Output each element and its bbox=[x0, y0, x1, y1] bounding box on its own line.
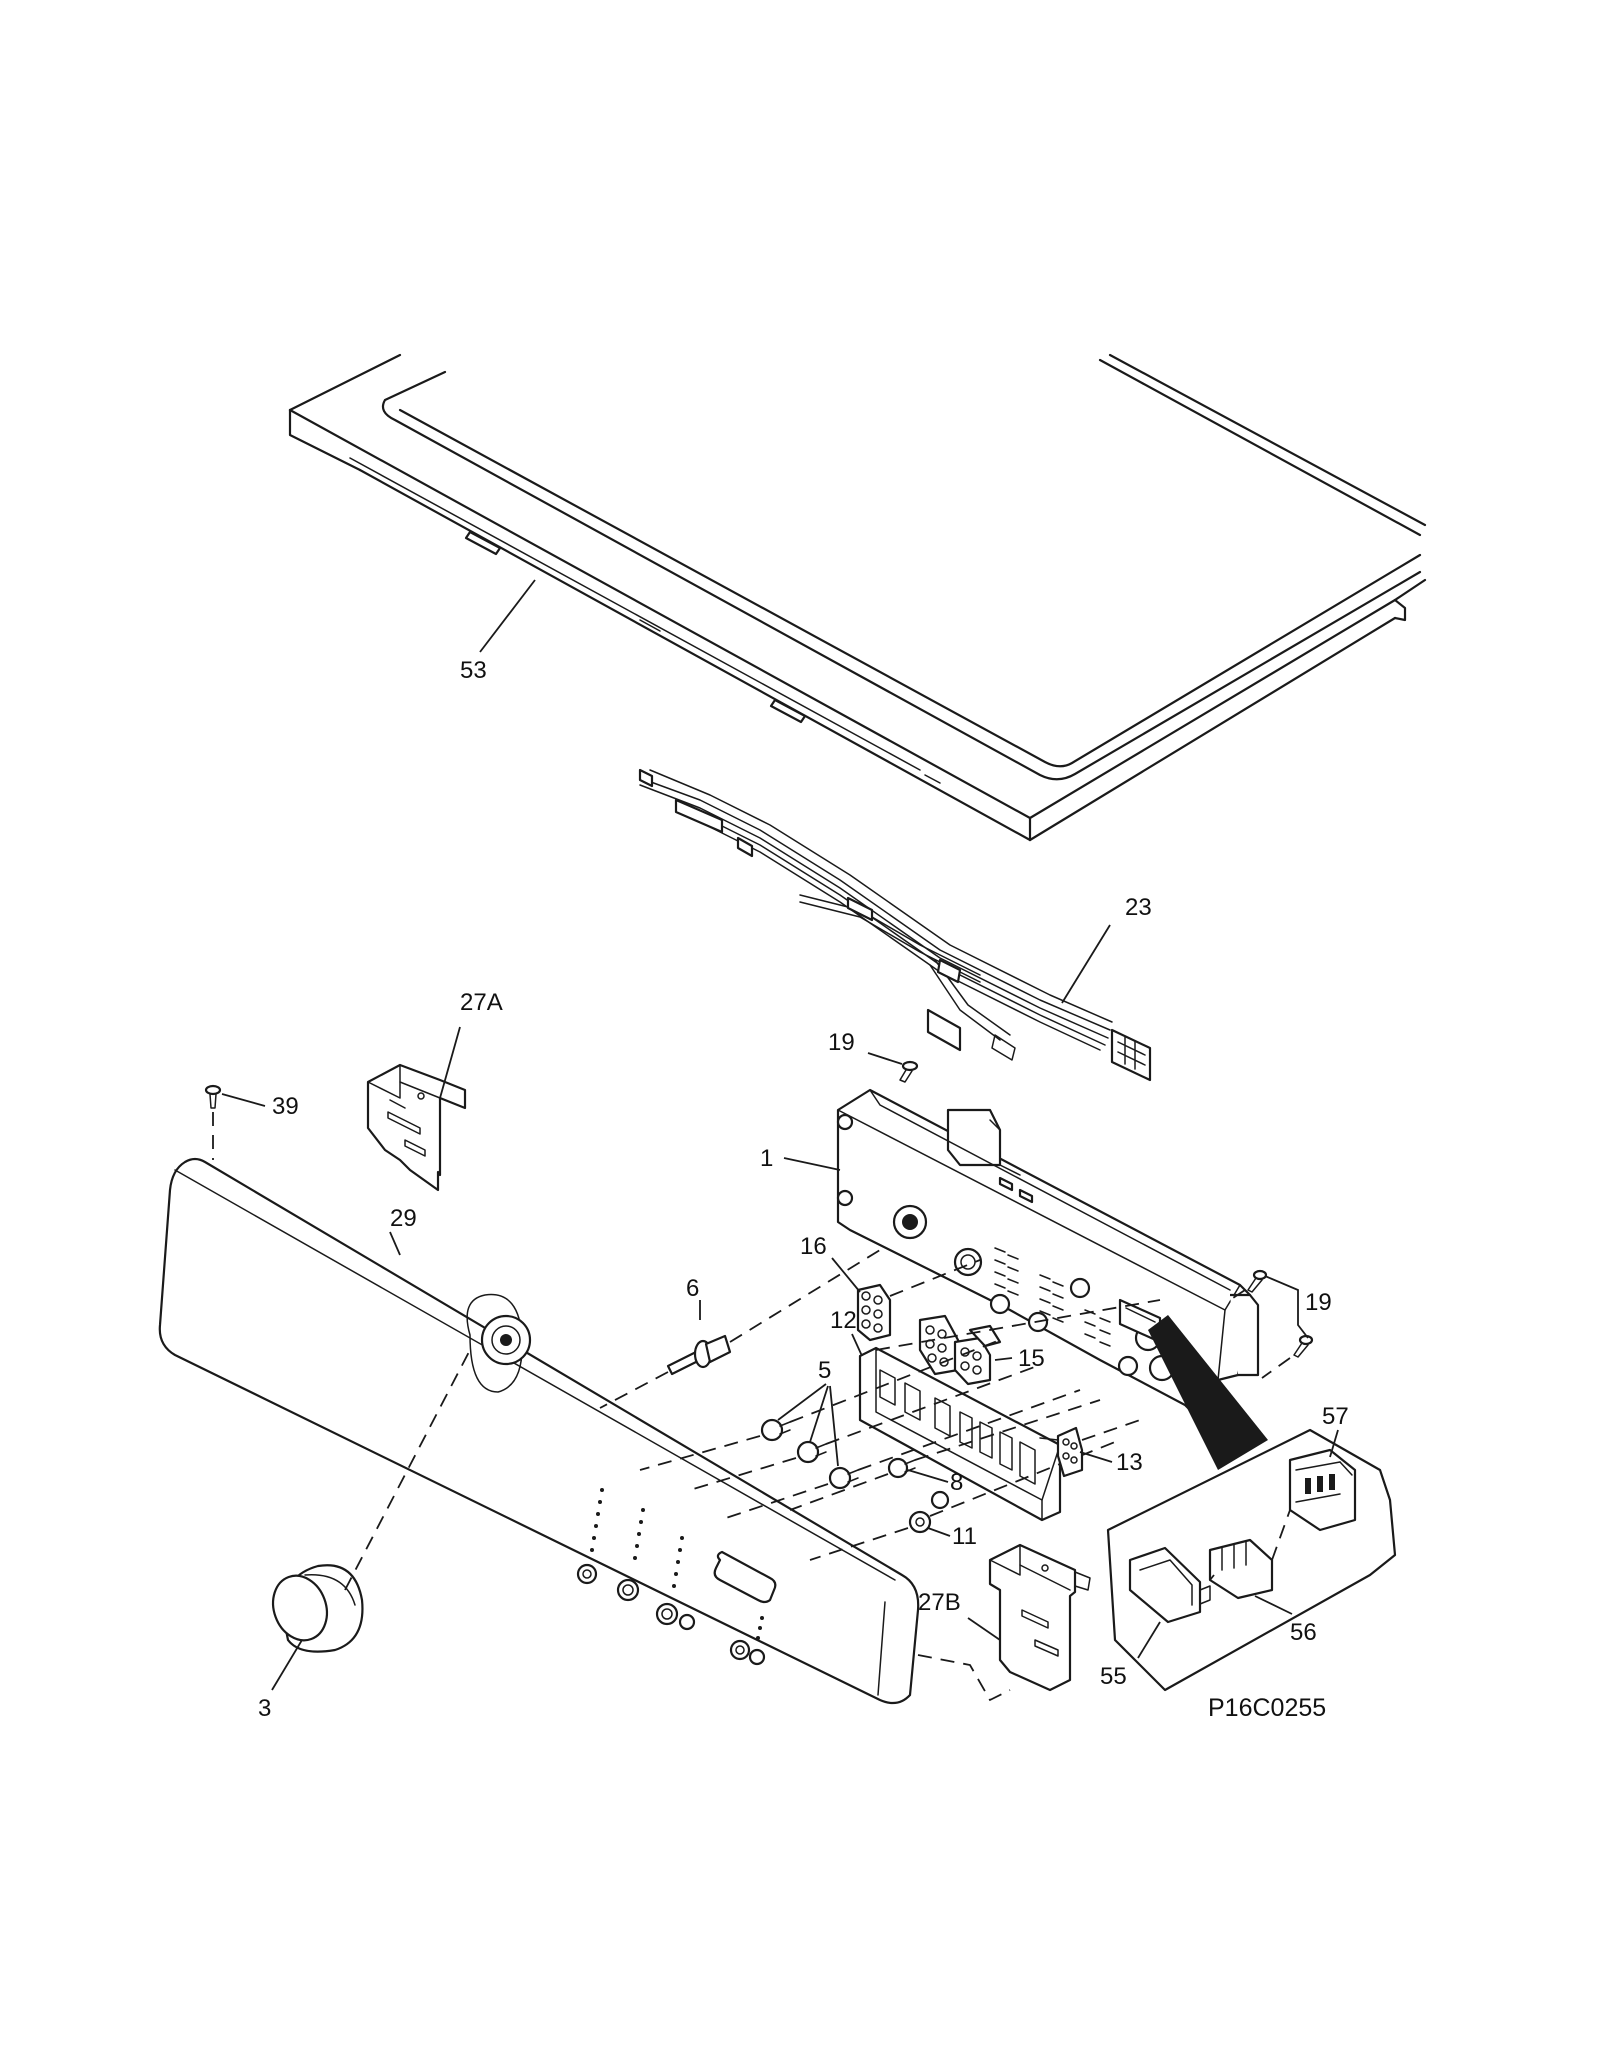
callout-3-label: 3 bbox=[258, 1695, 271, 1722]
callout-27a-label: 27A bbox=[460, 989, 503, 1016]
callout-12: 12 bbox=[830, 1307, 863, 1357]
callout-23: 23 bbox=[1061, 894, 1152, 1004]
display-57-part bbox=[1288, 1448, 1357, 1532]
callout-27a: 27A bbox=[439, 989, 503, 1099]
callout-6: 6 bbox=[686, 1275, 701, 1320]
callout-8-label: 8 bbox=[950, 1469, 963, 1496]
callout-5-label: 5 bbox=[818, 1357, 831, 1384]
callout-29: 29 bbox=[389, 1205, 417, 1256]
callout-27b-label: 27B bbox=[918, 1589, 961, 1616]
switch-13-part bbox=[1039, 1419, 1141, 1478]
knob-3-part bbox=[271, 1349, 471, 1653]
bracket-27a-part bbox=[366, 1063, 467, 1192]
button-55-part bbox=[1128, 1546, 1215, 1624]
callout-19-top: 19 bbox=[828, 1029, 903, 1065]
shaft-6-part bbox=[599, 1249, 881, 1409]
switch-cluster-15-part bbox=[918, 1314, 1002, 1386]
screw-19-top-part bbox=[899, 1060, 919, 1083]
callout-57-label: 57 bbox=[1322, 1403, 1349, 1430]
callout-13: 13 bbox=[1079, 1449, 1143, 1476]
callout-39-label: 39 bbox=[272, 1093, 299, 1120]
detail-pointer bbox=[1148, 1315, 1268, 1470]
top-cover-part bbox=[288, 353, 1427, 842]
buttons-5-part bbox=[639, 1339, 1081, 1521]
screw-39-part bbox=[204, 1084, 222, 1160]
buttons-8-part bbox=[789, 1399, 1101, 1511]
callout-39: 39 bbox=[221, 1093, 299, 1120]
callout-16: 16 bbox=[800, 1233, 861, 1293]
callout-13-label: 13 bbox=[1116, 1449, 1143, 1476]
callout-56-label: 56 bbox=[1290, 1619, 1317, 1646]
callout-1: 1 bbox=[760, 1145, 841, 1172]
callout-6-label: 6 bbox=[686, 1275, 699, 1302]
callout-15: 15 bbox=[994, 1345, 1045, 1372]
callout-1-label: 1 bbox=[760, 1145, 773, 1172]
callout-12-label: 12 bbox=[830, 1307, 857, 1334]
callout-16-label: 16 bbox=[800, 1233, 827, 1260]
console-indicators bbox=[576, 1488, 777, 1666]
callout-19-right-label: 19 bbox=[1305, 1289, 1332, 1316]
callout-11: 11 bbox=[927, 1523, 977, 1550]
switch-bezel-12-part bbox=[858, 1299, 1161, 1522]
callout-5: 5 bbox=[777, 1357, 839, 1467]
switch-block-16-part bbox=[856, 1259, 981, 1342]
callout-11-label: 11 bbox=[952, 1523, 977, 1550]
callout-23-label: 23 bbox=[1125, 894, 1152, 921]
callout-19-right: 19 bbox=[1264, 1275, 1332, 1339]
callout-8: 8 bbox=[907, 1469, 963, 1496]
callout-55: 55 bbox=[1100, 1621, 1161, 1690]
screws-19-right-part bbox=[1229, 1269, 1314, 1379]
diagram-code: P16C0255 bbox=[1208, 1694, 1326, 1722]
buttons-11-part bbox=[809, 1439, 1121, 1561]
callout-29-label: 29 bbox=[390, 1205, 417, 1232]
bracket-27b-part bbox=[917, 1543, 1091, 1702]
callout-56: 56 bbox=[1254, 1595, 1317, 1646]
lens-56-part bbox=[1208, 1509, 1291, 1600]
wire-harness-part bbox=[638, 768, 1152, 1082]
callout-55-label: 55 bbox=[1100, 1663, 1127, 1690]
callout-53: 53 bbox=[460, 579, 536, 684]
console-panel-part bbox=[158, 1157, 920, 1705]
callout-3: 3 bbox=[258, 1639, 303, 1722]
callout-27b: 27B bbox=[918, 1589, 1001, 1641]
callout-57: 57 bbox=[1322, 1403, 1349, 1458]
callout-19-top-label: 19 bbox=[828, 1029, 855, 1056]
callout-53-label: 53 bbox=[460, 657, 487, 684]
